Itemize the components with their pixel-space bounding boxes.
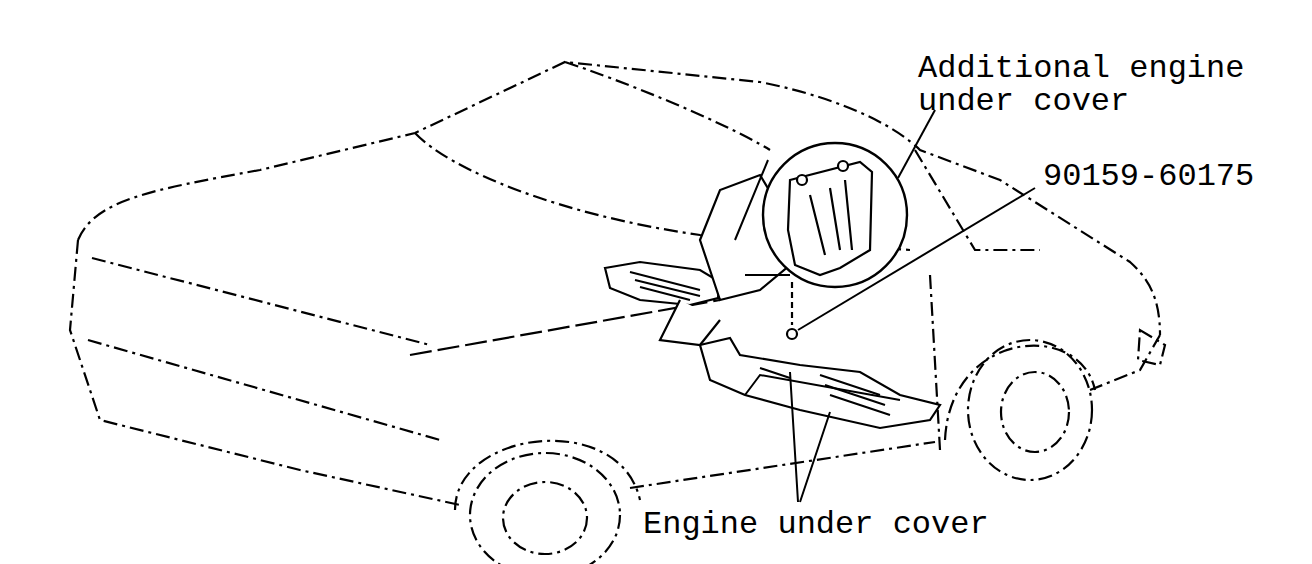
front-wheel-arch [455,441,640,510]
front-hub [503,482,587,554]
rear-window [915,150,1040,250]
windshield-pillar [565,62,770,150]
hatching [760,368,890,415]
rear-hub [1001,372,1069,452]
detail-circle [763,143,907,287]
leader-line [898,110,935,178]
leader-line [798,188,1035,330]
bolt-hole [838,161,848,171]
bolt [787,329,797,339]
additional-under-cover [788,162,872,275]
front-wheel [470,453,620,564]
detail-link [791,282,793,325]
tail-lamp [1138,330,1165,365]
bracket [660,300,720,345]
body-side-line [88,340,440,440]
part-label: Additional engine under cover [918,52,1278,118]
center-line [410,300,720,355]
engine-under-cover [700,338,940,428]
detail-link [735,160,790,275]
door-line [930,275,940,450]
bumper-line [92,258,430,345]
rocker-line [630,442,935,488]
front-outline [70,240,460,505]
cover-ribs [810,180,852,255]
bolt-hole [797,175,807,185]
rear-wheel [968,340,1092,480]
front-under-cover [605,262,720,305]
part-label: 90159-60175 [1043,160,1303,193]
leader-line [790,372,830,502]
tray-edge [745,375,900,400]
hatching [630,272,700,300]
part-label: Engine under cover [643,508,1063,541]
